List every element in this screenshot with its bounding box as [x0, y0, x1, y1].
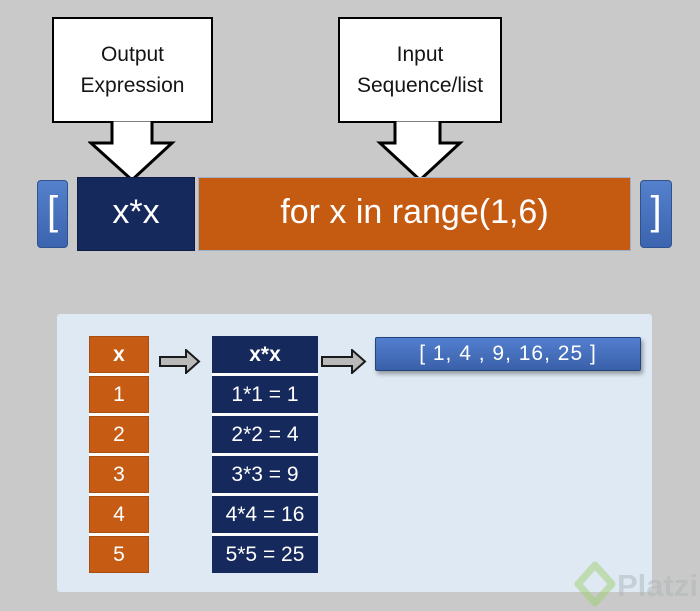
input-sequence-label-line1: Input [396, 42, 444, 66]
output-expression-label-line2: Expression [80, 74, 185, 97]
result-list-box: [ 1, 4 , 9, 16, 25 ] [375, 337, 641, 371]
open-bracket-box: [ [37, 180, 68, 248]
x-column: x 1 2 3 4 5 [89, 336, 149, 573]
platzi-logo-icon [574, 561, 616, 607]
for-clause-box: for x in range(1,6) [198, 177, 631, 251]
xx-column: x*x 1*1 = 1 2*2 = 4 3*3 = 9 4*4 = 16 5*5… [212, 336, 318, 573]
input-sequence-callout: Input Sequence/list [338, 17, 502, 123]
xx-value-cell: 1*1 = 1 [212, 376, 318, 413]
xx-value-cell: 3*3 = 9 [212, 456, 318, 493]
output-expression-callout: Output Expression [52, 17, 213, 123]
x-value-cell: 4 [89, 496, 149, 533]
output-expression-box: x*x [77, 177, 195, 251]
right-arrow-icon [159, 349, 201, 374]
x-value-cell: 1 [89, 376, 149, 413]
x-value-cell: 3 [89, 456, 149, 493]
close-bracket-box: ] [640, 180, 672, 248]
xx-value-cell: 4*4 = 16 [212, 496, 318, 533]
x-value-cell: 2 [89, 416, 149, 453]
platzi-watermark: Platzi [574, 561, 698, 607]
output-expression-label-line1: Output [100, 42, 165, 66]
x-value-cell: 5 [89, 536, 149, 573]
input-sequence-label-line2: Sequence/list [356, 74, 484, 97]
xx-header-cell: x*x [212, 336, 318, 373]
right-arrow-icon [321, 349, 367, 374]
down-arrow-icon [376, 121, 464, 183]
x-header-cell: x [89, 336, 149, 373]
platzi-text: Platzi [617, 568, 698, 603]
xx-value-cell: 5*5 = 25 [212, 536, 318, 573]
xx-value-cell: 2*2 = 4 [212, 416, 318, 453]
down-arrow-icon [88, 121, 176, 183]
